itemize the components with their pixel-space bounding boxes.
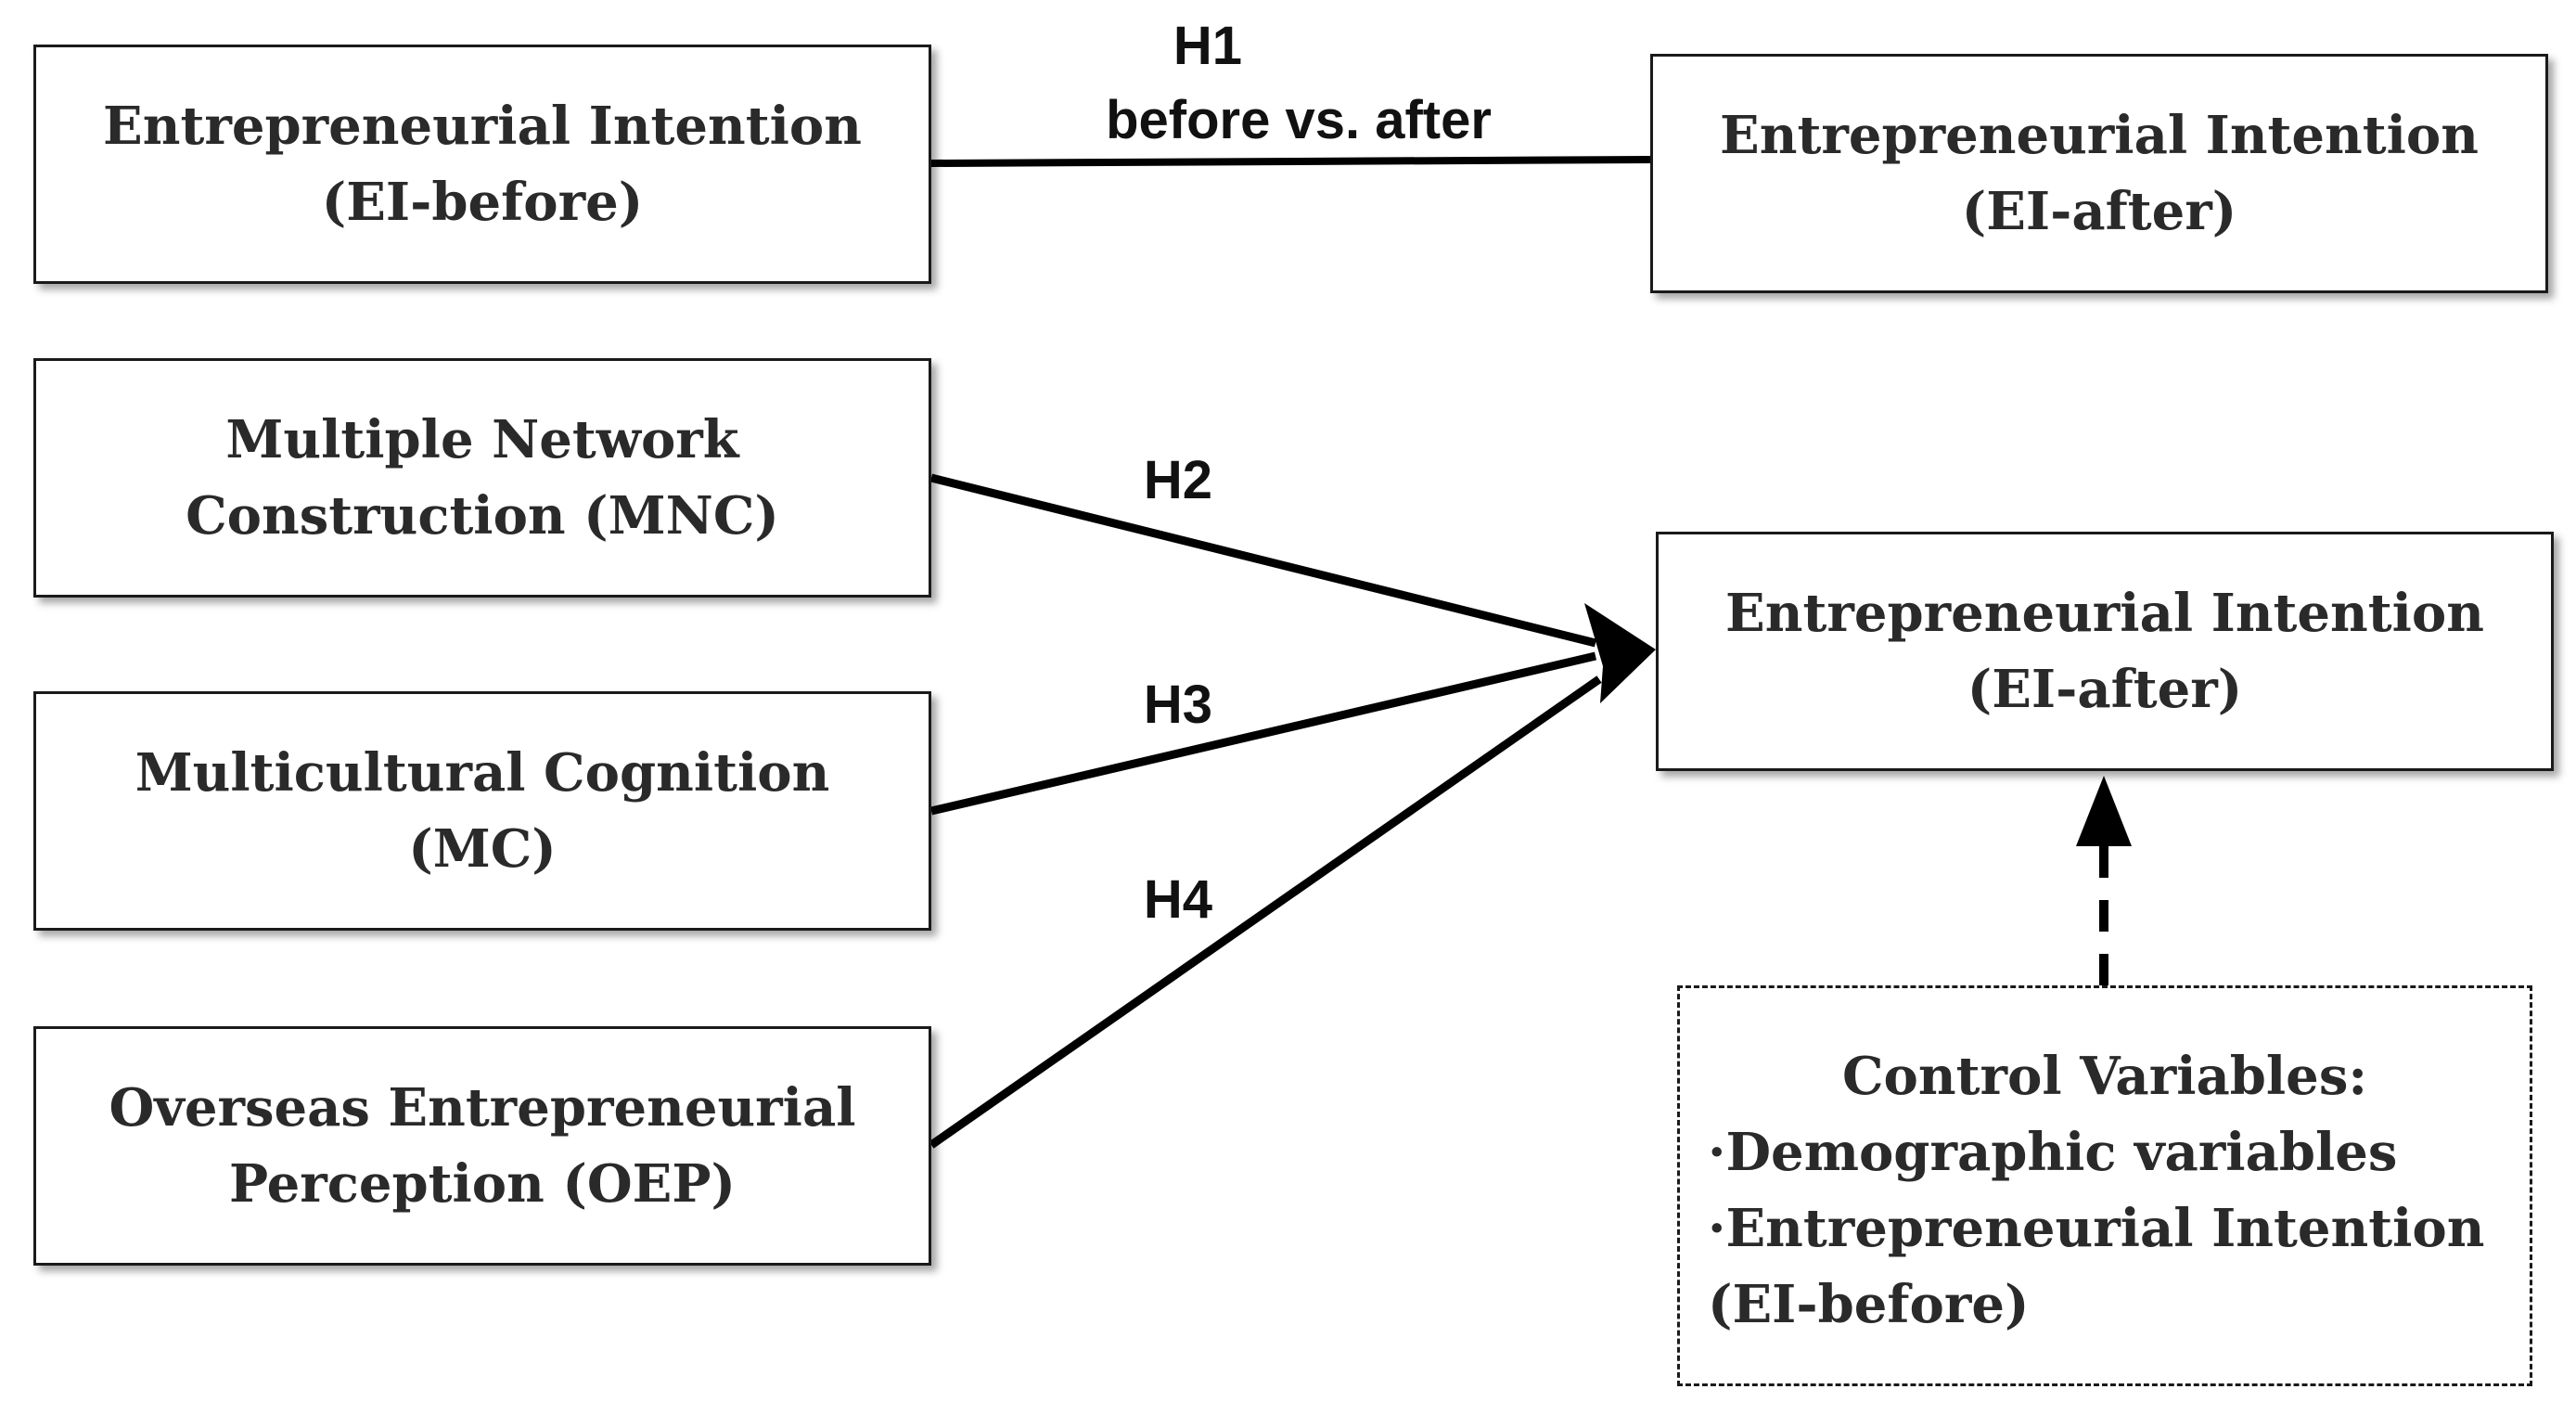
box-ei-after-top-line2: (EI-after) — [1961, 181, 2237, 242]
hypothesis-label-h1-subtitle: before vs. after — [1106, 90, 1492, 150]
box-oep-line1: Overseas Entrepreneurial — [109, 1077, 856, 1138]
box-mc-line2: (MC) — [408, 818, 557, 880]
box-ei-before: Entrepreneurial Intention (EI-before) — [33, 45, 931, 284]
box-ei-after-top-line1: Entrepreneurial Intention — [1720, 105, 2479, 166]
hypothesis-label-h3: H3 — [1143, 675, 1213, 735]
control-variables-box: Control Variables: ·Demographic variable… — [1677, 985, 2532, 1386]
control-variables-title: Control Variables: — [1841, 1046, 2368, 1107]
control-item-ei-before: (EI-before) — [1708, 1274, 2030, 1335]
control-arrowhead — [2076, 776, 2132, 846]
box-mnc-line1: Multiple Network — [225, 409, 739, 470]
box-mc: Multicultural Cognition (MC) — [33, 691, 931, 931]
hypothesis-label-h2: H2 — [1143, 450, 1213, 510]
h4-arrow — [929, 675, 1602, 1149]
box-oep: Overseas Entrepreneurial Perception (OEP… — [33, 1026, 931, 1266]
box-oep-line2: Perception (OEP) — [229, 1153, 736, 1215]
box-ei-before-line2: (EI-before) — [321, 172, 644, 233]
box-ei-after-top: Entrepreneurial Intention (EI-after) — [1650, 54, 2548, 293]
h3-arrow — [929, 651, 1597, 816]
h2-arrow — [929, 473, 1597, 648]
box-ei-after-outcome-line2: (EI-after) — [1967, 659, 2243, 720]
box-mnc: Multiple Network Construction (MNC) — [33, 358, 931, 598]
control-item-ei: ·Entrepreneurial Intention — [1708, 1198, 2485, 1259]
arrowhead-main — [1584, 603, 1656, 703]
box-mc-line1: Multicultural Cognition — [135, 742, 830, 804]
control-item-demographic: ·Demographic variables — [1708, 1122, 2398, 1183]
hypothesis-label-h4: H4 — [1143, 869, 1213, 930]
box-ei-after-outcome: Entrepreneurial Intention (EI-after) — [1656, 532, 2554, 771]
box-mnc-line2: Construction (MNC) — [186, 485, 779, 547]
box-ei-before-line1: Entrepreneurial Intention — [103, 96, 862, 157]
h1-connector — [930, 156, 1651, 167]
hypothesis-label-h1: H1 — [1173, 16, 1243, 76]
box-ei-after-outcome-line1: Entrepreneurial Intention — [1725, 583, 2484, 644]
